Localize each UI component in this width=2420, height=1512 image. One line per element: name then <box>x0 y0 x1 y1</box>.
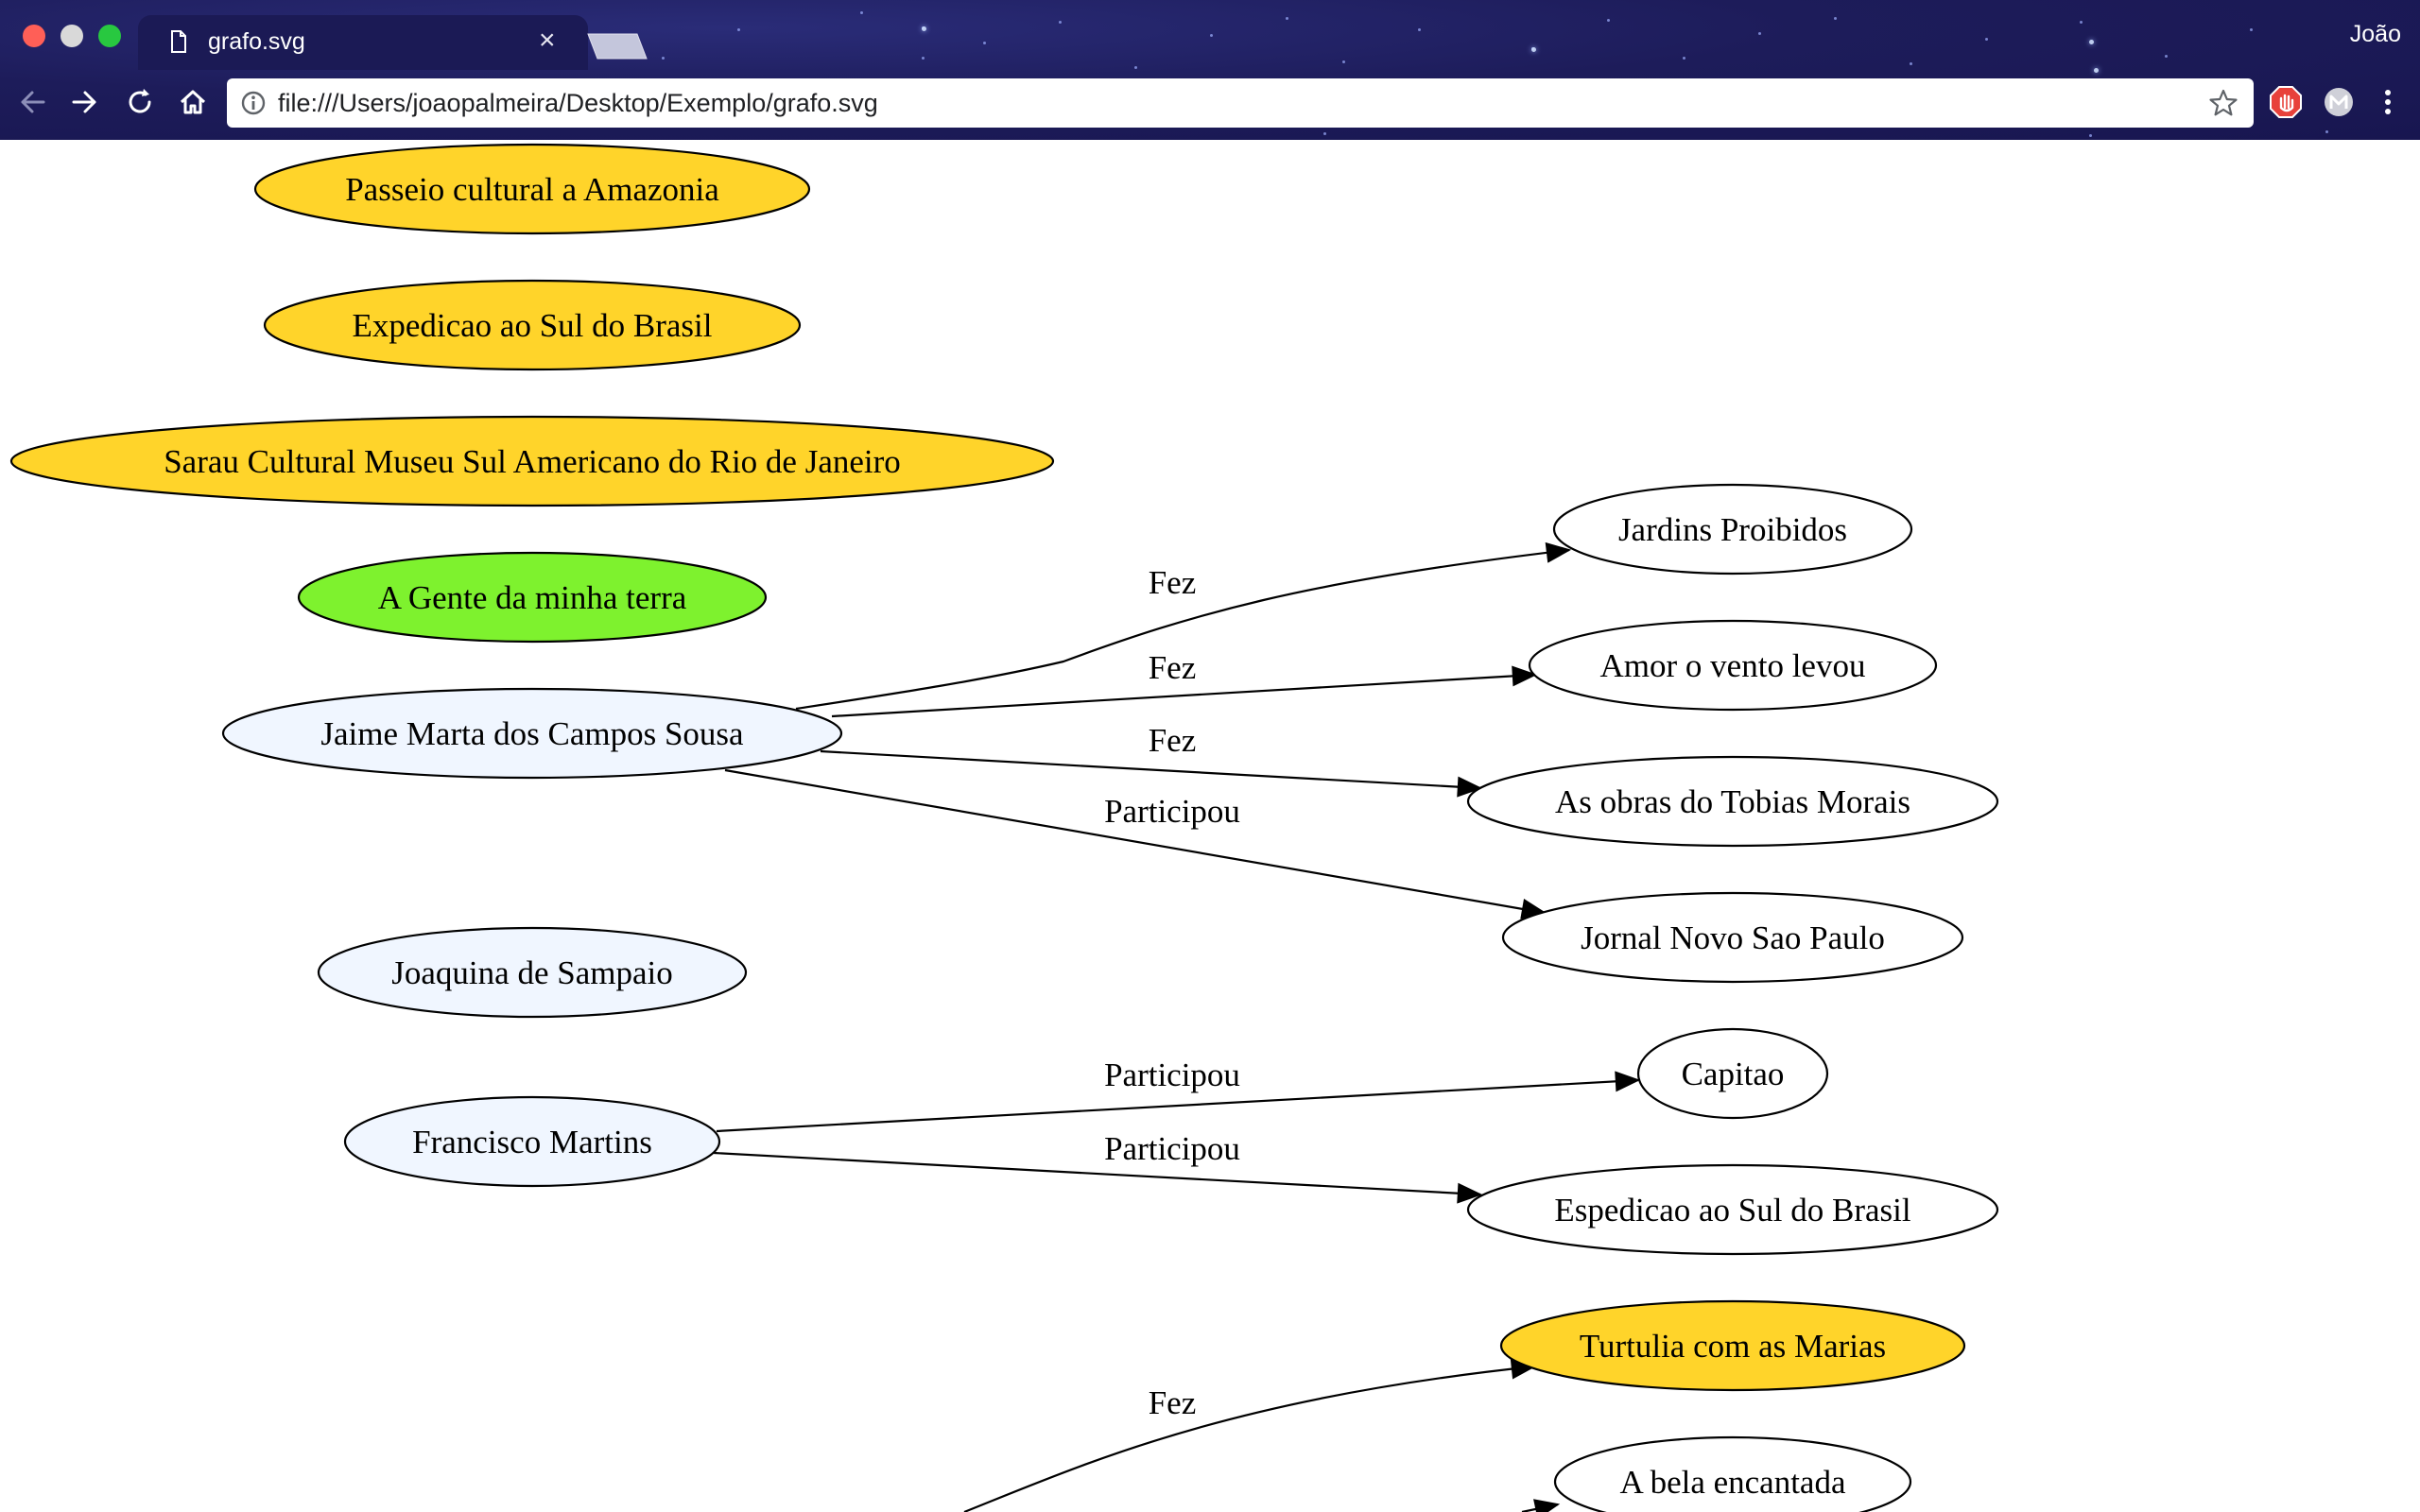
reload-icon[interactable] <box>123 85 157 119</box>
node-espedicao: Espedicao ao Sul do Brasil <box>1466 1163 1999 1256</box>
node-joaquina: Joaquina de Sampaio <box>317 926 748 1019</box>
tab-close-icon[interactable]: × <box>539 25 556 56</box>
node-label: Sarau Cultural Museu Sul Americano do Ri… <box>164 443 901 480</box>
node-label: Jardins Proibidos <box>1618 511 1847 548</box>
node-ellipse <box>317 926 748 1019</box>
profile-name[interactable]: João <box>2349 21 2401 47</box>
node-label: Amor o vento levou <box>1600 647 1866 684</box>
node-ellipse <box>1528 619 1938 712</box>
node-ellipse <box>1466 1163 1999 1256</box>
node-ellipse <box>9 415 1055 507</box>
edge-label: Participou <box>1104 1130 1240 1167</box>
node-ellipse <box>1553 1435 1912 1512</box>
back-arrow-icon[interactable] <box>15 85 49 119</box>
node-label: Capitao <box>1682 1056 1785 1092</box>
edge-label: Participou <box>1104 793 1240 830</box>
more-menu-icon[interactable] <box>2371 85 2405 119</box>
window-close-button[interactable] <box>23 25 45 47</box>
node-jardins: Jardins Proibidos <box>1552 483 1913 576</box>
node-label: Francisco Martins <box>412 1124 652 1160</box>
adblock-extension-icon[interactable] <box>2269 85 2303 119</box>
edge-francisco-capitao <box>716 1071 1641 1133</box>
edge-francisco-espedicao <box>713 1151 1483 1204</box>
node-ellipse <box>1499 1299 1966 1392</box>
node-ellipse <box>221 687 843 780</box>
edge-jaime-jornal <box>724 768 1547 919</box>
node-turtulia: Turtulia com as Marias <box>1499 1299 1966 1392</box>
node-ellipse <box>263 279 802 371</box>
node-gente: A Gente da minha terra <box>297 551 768 644</box>
info-icon[interactable] <box>240 90 267 116</box>
node-capitao: Capitao <box>1636 1027 1829 1120</box>
node-tobias: As obras do Tobias Morais <box>1466 755 1999 848</box>
window-maximize-button[interactable] <box>98 25 121 47</box>
node-ellipse <box>1552 483 1913 576</box>
node-sarau: Sarau Cultural Museu Sul Americano do Ri… <box>9 415 1055 507</box>
edge-label: Fez <box>1149 1384 1197 1421</box>
node-label: A bela encantada <box>1619 1464 1846 1501</box>
node-ellipse <box>1501 891 1964 984</box>
node-ellipse <box>1636 1027 1829 1120</box>
node-ellipse <box>1466 755 1999 848</box>
node-bela: A bela encantada <box>1553 1435 1912 1512</box>
node-label: As obras do Tobias Morais <box>1555 783 1910 820</box>
node-label: Passeio cultural a Amazonia <box>345 171 719 208</box>
node-label: Jaime Marta dos Campos Sousa <box>320 715 744 752</box>
node-ellipse <box>343 1095 721 1188</box>
edge-label: Participou <box>1104 1057 1240 1093</box>
edges-layer: FezFezFezParticipouParticipouParticipouF… <box>713 541 1641 1512</box>
node-label: Joaquina de Sampaio <box>391 954 672 991</box>
node-passeio: Passeio cultural a Amazonia <box>253 143 811 235</box>
edge-jaime-jardins <box>795 541 1572 711</box>
node-label: Espedicao ao Sul do Brasil <box>1554 1192 1910 1228</box>
edge-offscreen-turtulia <box>963 1358 1537 1512</box>
document-icon <box>171 30 186 53</box>
node-label: A Gente da minha terra <box>378 579 687 616</box>
graph-canvas: FezFezFezParticipouParticipouParticipouF… <box>9 143 1999 1512</box>
edge-label: Fez <box>1149 722 1197 759</box>
node-ellipse <box>297 551 768 644</box>
node-ellipse <box>253 143 811 235</box>
edge-offscreen-bela <box>1521 1499 1561 1512</box>
edge-jaime-amor <box>831 665 1538 718</box>
node-label: Turtulia com as Marias <box>1580 1328 1886 1365</box>
node-label: Expedicao ao Sul do Brasil <box>352 307 712 344</box>
bookmark-star-icon[interactable] <box>2208 88 2238 118</box>
node-jaime: Jaime Marta dos Campos Sousa <box>221 687 843 780</box>
forward-arrow-icon[interactable] <box>68 85 102 119</box>
tab-title: grafo.svg <box>208 28 305 55</box>
edge-label: Fez <box>1149 649 1197 686</box>
node-francisco: Francisco Martins <box>343 1095 721 1188</box>
tab-grafo[interactable]: grafo.svg × <box>138 15 588 70</box>
url-text[interactable]: file:///Users/joaopalmeira/Desktop/Exemp… <box>278 89 878 117</box>
home-icon[interactable] <box>176 85 210 119</box>
new-tab-button[interactable] <box>586 32 648 60</box>
address-bar[interactable]: file:///Users/joaopalmeira/Desktop/Exemp… <box>227 78 2254 128</box>
node-expedicao: Expedicao ao Sul do Brasil <box>263 279 802 371</box>
browser-chrome: grafo.svg × João file:///Users/joaopalme… <box>0 0 2420 140</box>
window-minimize-button[interactable] <box>60 25 83 47</box>
node-jornal: Jornal Novo Sao Paulo <box>1501 891 1964 984</box>
edge-jaime-tobias <box>820 749 1483 798</box>
m-extension-icon[interactable] <box>2322 85 2356 119</box>
node-amor: Amor o vento levou <box>1528 619 1938 712</box>
node-label: Jornal Novo Sao Paulo <box>1581 919 1885 956</box>
edge-label: Fez <box>1149 564 1197 601</box>
